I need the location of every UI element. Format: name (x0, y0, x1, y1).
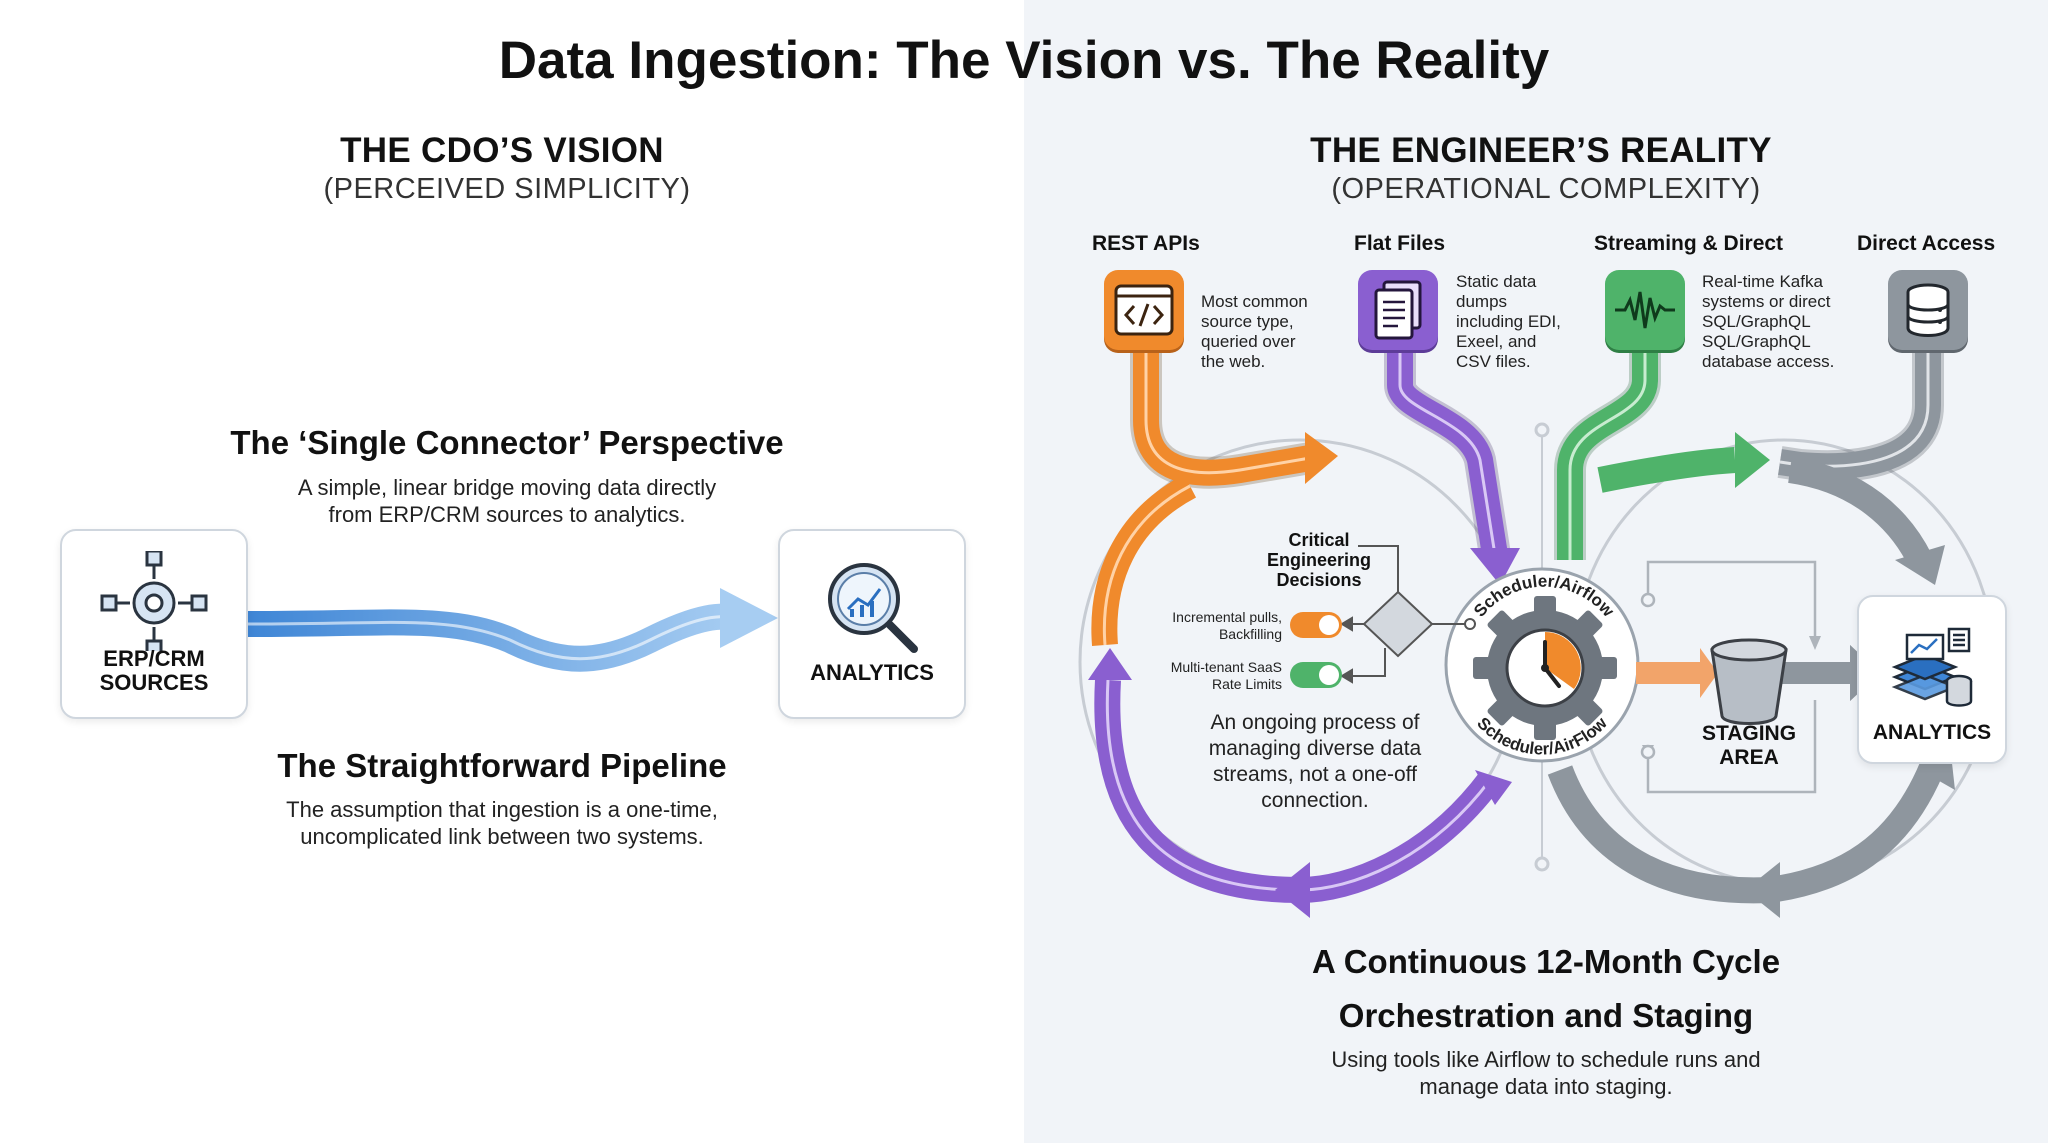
database-icon (1888, 270, 1968, 350)
analytics-card: ANALYTICS (778, 529, 966, 719)
reality-analytics-label: ANALYTICS (1872, 721, 1992, 744)
decisions-title: Critical Engineering Decisions (1266, 530, 1371, 590)
staging-feedback-loop (1640, 560, 1821, 794)
source-title-streaming: Streaming & Direct (1594, 232, 1784, 255)
analytics-magnifier-icon (828, 563, 918, 653)
staging-bucket-icon (1710, 638, 1788, 725)
staging-area-label: STAGING AREA (1701, 722, 1797, 769)
analytics-label: ANALYTICS (810, 660, 934, 685)
page-title: Data Ingestion: The Vision vs. The Reali… (498, 31, 1550, 90)
reality-heading: THE ENGINEER’S REALITY (1310, 131, 1772, 170)
cycle-title: A Continuous 12-Month Cycle (1311, 943, 1781, 980)
vision-heading: THE CDO’S VISION (340, 131, 664, 170)
rest-apis-description: Most common source type, queried over th… (1201, 292, 1308, 371)
direct-access-flow-arrow (1547, 348, 1955, 918)
source-title-rest-apis: REST APIs (1092, 232, 1200, 255)
perspective-text: A simple, linear bridge moving data dire… (297, 475, 717, 527)
streaming-description: Real-time Kafka systems or direct SQL/Gr… (1702, 272, 1835, 371)
pipeline-text: The assumption that ingestion is a one-t… (286, 797, 718, 849)
simple-pipeline-arrow (247, 588, 778, 672)
source-title-flat-files: Flat Files (1354, 232, 1446, 255)
orchestration-title: Orchestration and Staging (1338, 997, 1754, 1034)
perspective-title: The ‘Single Connector’ Perspective (230, 424, 784, 461)
process-description: An ongoing process of managing diverse d… (1208, 711, 1422, 812)
vision-subheading: (PERCEIVED SIMPLICITY) (323, 173, 691, 205)
source-card: ERP/CRM SOURCES (60, 529, 248, 719)
analytics-stack-icon (1891, 627, 1973, 707)
orchestration-text: Using tools like Airflow to schedule run… (1331, 1047, 1761, 1099)
rate-limit-toggle-icon (1290, 662, 1342, 688)
streaming-flow-arrow (1554, 348, 1770, 560)
reality-subheading: (OPERATIONAL COMPLEXITY) (1331, 173, 1761, 205)
decisions-connector (1340, 545, 1476, 684)
pipeline-title: The Straightforward Pipeline (277, 747, 727, 784)
source-label: ERP/CRM SOURCES (99, 646, 209, 695)
source-title-direct-access: Direct Access (1857, 232, 1996, 255)
flat-files-description: Static data dumps including EDI, Exeel, … (1456, 272, 1561, 371)
decision-diamond-icon (1362, 590, 1434, 658)
scheduler-hub: Scheduler/Airflow Scheduler/AirFlow (1444, 567, 1640, 763)
backfill-toggle-icon (1290, 612, 1342, 638)
decision-incremental-pulls: Incremental pulls, Backfilling (1172, 609, 1282, 642)
code-window-icon (1104, 270, 1184, 350)
rest-api-flow-arrow (1091, 348, 1338, 646)
waveform-icon (1605, 270, 1685, 350)
document-icon (1358, 270, 1438, 350)
reality-analytics-card: ANALYTICS (1857, 595, 2007, 764)
integration-network-icon (100, 551, 208, 651)
flat-files-flow-arrow (1088, 348, 1520, 918)
decision-rate-limits: Multi-tenant SaaS Rate Limits (1170, 659, 1282, 692)
